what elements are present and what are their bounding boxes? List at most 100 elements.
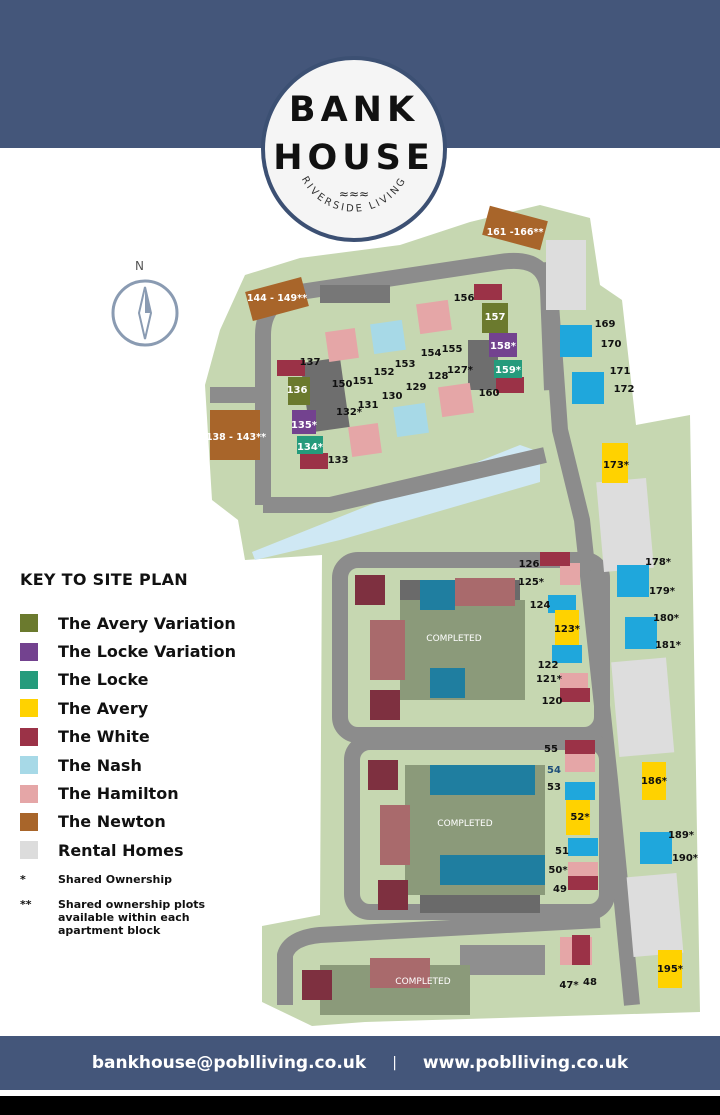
plot-label: 123* [554, 624, 581, 635]
key-item: The Nash [20, 751, 258, 779]
key-item: The Locke Variation [20, 637, 258, 665]
plot-label: 132* [336, 407, 363, 418]
key-item: The Hamilton [20, 779, 258, 807]
plot-label: 122 [538, 660, 559, 671]
plot-label: 190* [672, 853, 699, 864]
plot-label: 49 [553, 884, 567, 895]
plot-label: 161 -166** [487, 227, 544, 238]
plot-label: 53 [547, 782, 561, 793]
plot-label: 189* [668, 830, 695, 841]
plot-label: 138 - 143** [206, 432, 266, 443]
bottom-bar [0, 1096, 720, 1115]
plot-labels: 161 -166** 144 - 149** 138 - 143** 156 157 15… [206, 227, 699, 991]
color-swatch [20, 841, 38, 860]
plot-label: 135* [291, 420, 318, 431]
color-swatch [20, 699, 38, 718]
plot-label: 151 [353, 376, 374, 387]
color-swatch [20, 642, 38, 661]
plot-label: 159* [495, 365, 522, 376]
plot-label: 180* [653, 613, 680, 624]
plot-label: 121* [536, 674, 563, 685]
key-item: The Avery [20, 694, 258, 722]
color-swatch [20, 670, 38, 689]
footer: bankhouse@poblliving.co.uk | www.poblliv… [0, 1036, 720, 1090]
color-swatch [20, 784, 38, 803]
plot-label: 54 [547, 765, 561, 776]
plot-label: 124 [530, 600, 551, 611]
key-item: The White [20, 723, 258, 751]
key-item: The Locke [20, 666, 258, 694]
plot-label: 179* [649, 586, 676, 597]
key-item-label: The Locke Variation [58, 642, 237, 662]
plot-label: 134* [297, 442, 324, 453]
color-swatch [20, 812, 38, 831]
plot-label: 155 [442, 344, 463, 355]
key-item-label: Rental Homes [58, 840, 184, 860]
plot-label: 137 [300, 357, 321, 368]
completed-label: COMPLETED [395, 977, 450, 987]
key-item-label: The White [58, 727, 150, 747]
key-item-label: The Hamilton [58, 784, 179, 804]
plot-label: 153 [395, 359, 416, 370]
plot-label: 186* [641, 776, 668, 787]
plot-label: 181* [655, 640, 682, 651]
color-swatch [20, 614, 38, 633]
plot-label: 172 [614, 384, 635, 395]
footnote-shared-ownership: * Shared Ownership [20, 872, 173, 886]
plot-label: 178* [645, 557, 672, 568]
plot-label: 48 [583, 977, 597, 988]
plot-label: 152 [374, 367, 395, 378]
color-swatch [20, 756, 38, 775]
completed-label: COMPLETED [426, 634, 481, 644]
completed-labels: COMPLETED COMPLETED COMPLETED [395, 634, 492, 987]
logo-line-1: BANK [288, 90, 420, 130]
key-item: The Avery Variation [20, 609, 258, 637]
key-item-label: The Avery [58, 698, 149, 718]
plot-label: 131 [358, 400, 379, 411]
compass-north-label: N [135, 259, 144, 273]
footer-separator: | [392, 1055, 397, 1071]
plot-label: 133 [328, 455, 349, 466]
email-link[interactable]: bankhouse@poblliving.co.uk [91, 1053, 367, 1073]
plot-label: 130 [382, 391, 403, 402]
plot-label: 129 [406, 382, 427, 393]
plot-label: 47* [559, 980, 579, 991]
key-item-label: The Nash [58, 755, 142, 775]
plot-label: 171 [610, 366, 631, 377]
website-link[interactable]: www.poblliving.co.uk [422, 1053, 629, 1073]
plot-label: 55 [544, 744, 558, 755]
svg-text:RIVERSIDE LIVING: RIVERSIDE LIVING [299, 175, 409, 215]
plot-label: 144 - 149** [247, 293, 307, 304]
plot-label: 51 [555, 846, 569, 857]
logo: BANK HOUSE ≈≈≈ RIVERSIDE LIVING [261, 56, 447, 242]
key-title: KEY TO SITE PLAN [20, 570, 188, 589]
key-item-label: The Avery Variation [58, 613, 236, 633]
completed-label: COMPLETED [437, 819, 492, 829]
plot-label: 170 [601, 339, 622, 350]
plot-label: 50* [548, 865, 568, 876]
plot-label: 160 [479, 388, 500, 399]
plot-label: 127* [447, 365, 474, 376]
key-item-label: The Locke [58, 670, 149, 690]
logo-tagline: RIVERSIDE LIVING [299, 175, 409, 215]
key-item-label: The Newton [58, 812, 166, 832]
plot-label: 156 [454, 293, 475, 304]
plot-label: 150 [332, 379, 353, 390]
house-blocks [210, 205, 684, 1015]
plot-label: 125* [518, 577, 545, 588]
logo-line-2: HOUSE [273, 138, 435, 178]
footnote-apartment-block: ** Shared ownership plots available with… [20, 897, 206, 937]
plot-label: 154 [421, 348, 442, 359]
plot-label: 157 [485, 312, 506, 323]
color-swatch [20, 727, 38, 746]
plot-label: 126 [519, 559, 540, 570]
plot-label: 173* [603, 460, 630, 471]
plot-label: 158* [490, 341, 517, 352]
waves-icon: ≈≈≈ [338, 187, 370, 201]
key-item: Rental Homes [20, 836, 258, 864]
plot-label: 195* [657, 964, 684, 975]
plot-label: 52* [570, 812, 590, 823]
key-item: The Newton [20, 808, 258, 836]
